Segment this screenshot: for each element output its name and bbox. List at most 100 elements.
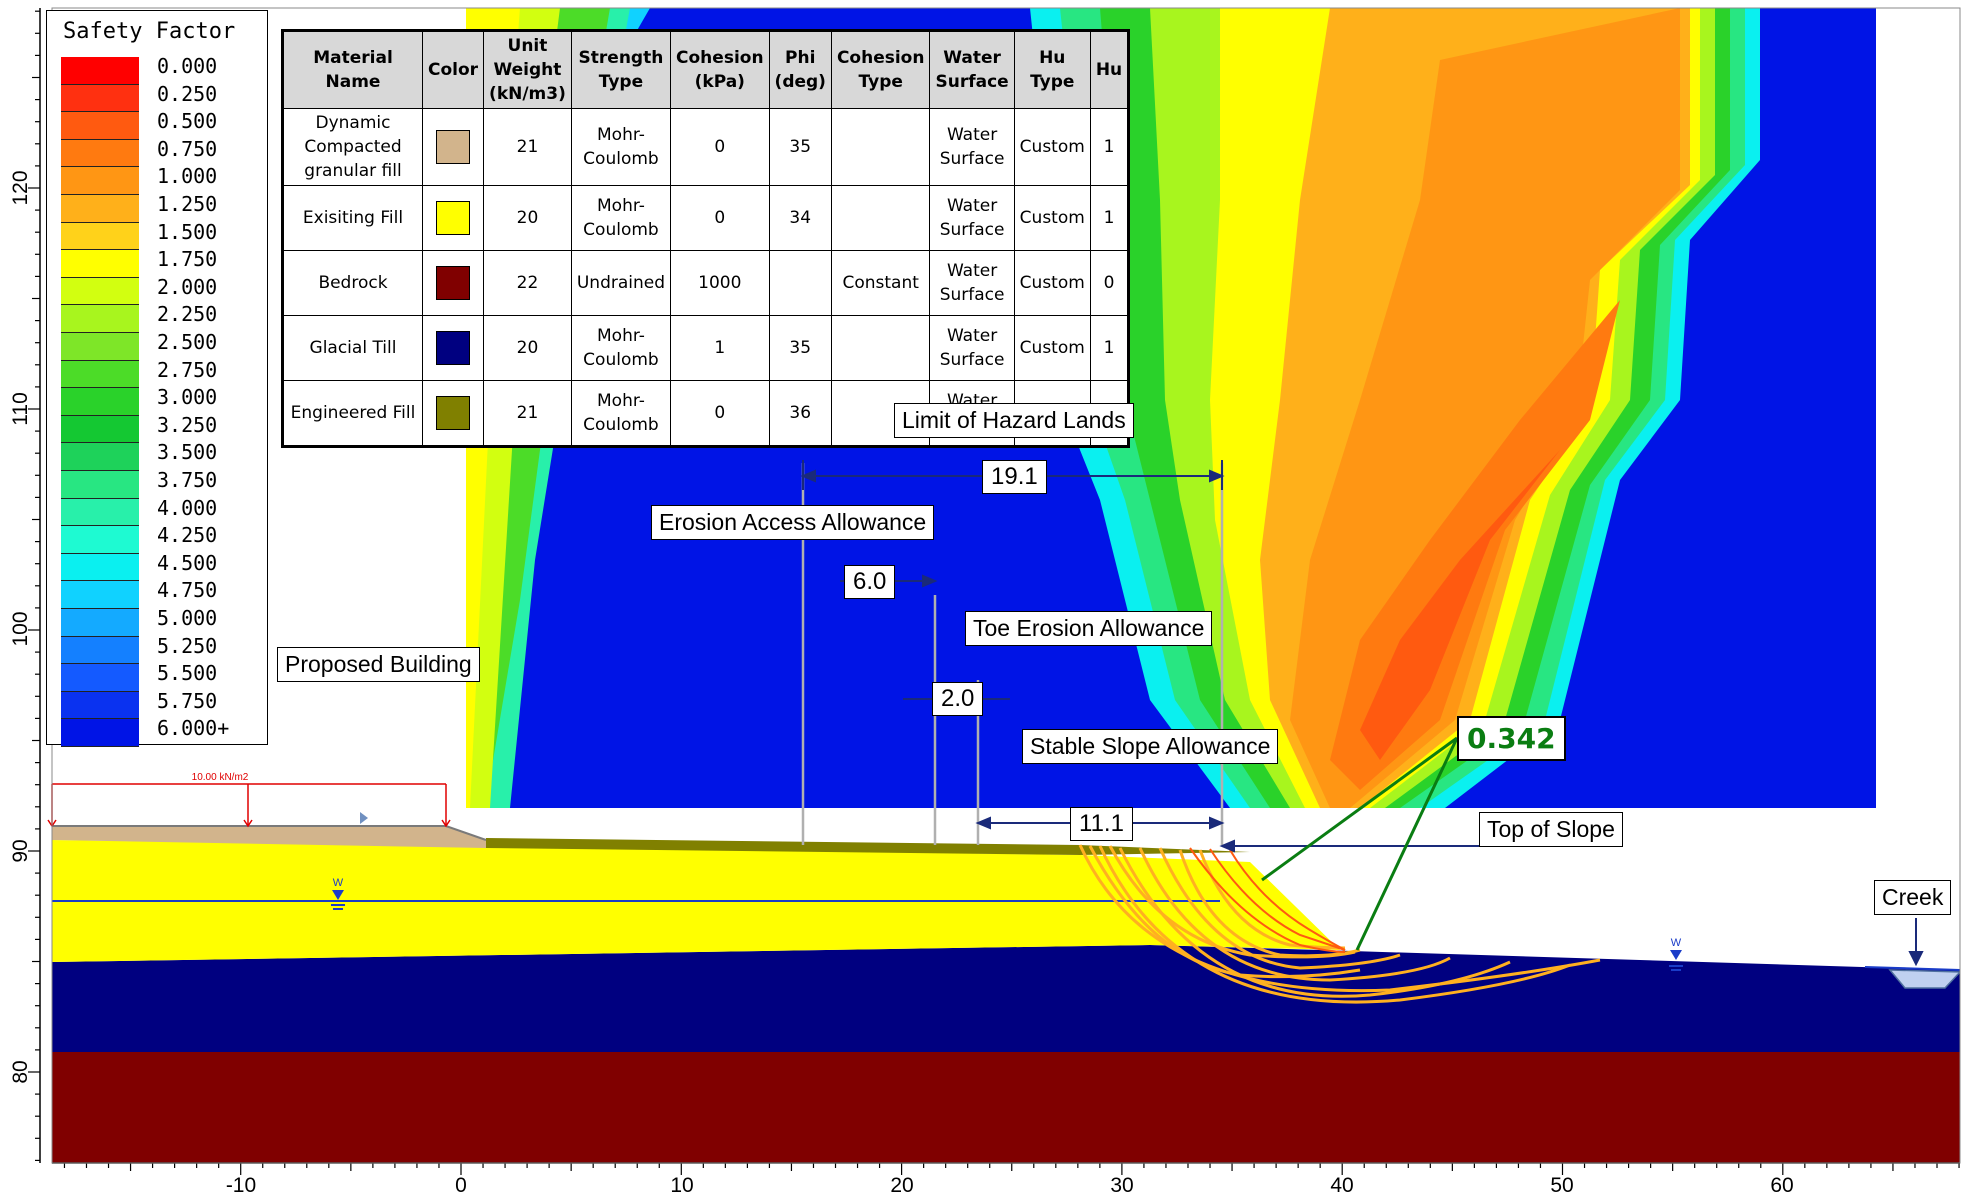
legend-swatch <box>61 498 139 527</box>
slip-surface <box>1078 844 1601 993</box>
legend-value: 2.000 <box>157 274 218 299</box>
y-tick-label: 110 <box>9 392 32 425</box>
layer-granular-fill <box>52 826 486 848</box>
header-phi: Phi (deg) <box>768 30 832 109</box>
slip-surface <box>1158 847 1401 970</box>
contour-band-red-orange <box>1360 450 1560 760</box>
material-cohesion-type <box>830 185 931 251</box>
header-material-name: Material Name <box>282 30 423 109</box>
slip-surface <box>1118 847 1511 998</box>
material-cohesion: 1000 <box>670 250 770 316</box>
legend-swatch <box>61 636 139 665</box>
material-hu: 1 <box>1089 108 1130 186</box>
legend-value: 2.500 <box>157 330 218 354</box>
x-tick-label: 30 <box>1110 1174 1133 1197</box>
material-cohesion: 0 <box>670 380 770 447</box>
slip-surface <box>1198 849 1346 950</box>
material-color-swatch <box>436 201 471 235</box>
legend-swatch <box>61 305 139 333</box>
material-table: Material Name Color Unit Weight (kN/m3) … <box>281 29 1131 448</box>
legend-item: 3.000 <box>61 385 261 416</box>
legend-swatch <box>61 443 139 471</box>
legend-item: 4.500 <box>61 550 261 582</box>
y-tick-label: 90 <box>9 839 32 862</box>
legend-title: Safety Factor <box>63 19 236 44</box>
legend-value: 6.000+ <box>157 716 230 741</box>
legend-value: 4.000 <box>157 495 218 520</box>
material-name: Exisiting Fill <box>282 185 423 251</box>
material-color-swatch <box>436 130 471 164</box>
x-tick-label: 50 <box>1550 1174 1573 1197</box>
x-tick-label: 20 <box>890 1174 913 1197</box>
y-tick-label: 120 <box>9 170 32 205</box>
legend-value: 4.500 <box>157 550 218 575</box>
material-strength-type: Mohr-Coulomb <box>570 185 672 251</box>
legend-value: 5.750 <box>157 688 218 713</box>
legend-value: 5.000 <box>157 606 218 630</box>
legend-value: 1.250 <box>157 192 218 216</box>
legend-item: 0.250 <box>61 81 261 113</box>
legend-item: 1.000 <box>61 164 261 195</box>
layer-bedrock <box>52 1052 1960 1163</box>
legend-swatch <box>61 222 139 251</box>
material-unit-weight: 22 <box>483 250 572 316</box>
material-phi: 35 <box>768 108 832 186</box>
slip-surface <box>1088 845 1361 979</box>
water-marker-label: W <box>1671 937 1682 949</box>
layer-glacial-till <box>52 945 1960 1052</box>
material-unit-weight: 21 <box>483 380 572 447</box>
legend-item: 1.750 <box>61 247 261 278</box>
legend-value: 1.750 <box>157 247 218 272</box>
legend-value: 2.250 <box>157 302 218 327</box>
material-unit-weight: 20 <box>483 315 572 381</box>
material-phi: 36 <box>768 380 832 447</box>
air-right <box>1876 8 1960 968</box>
material-color-cell <box>421 185 485 251</box>
layer-engineered-fill <box>486 838 1250 855</box>
material-water-surface: Water Surface <box>929 250 1015 316</box>
header-cohesion-type: Cohesion Type <box>830 30 931 109</box>
legend-swatch <box>61 691 139 720</box>
legend-item: 6.000+ <box>61 716 261 747</box>
critical-slip-surfaces <box>1189 847 1346 953</box>
legend-item: 2.000 <box>61 274 261 306</box>
limit-of-hazard-lands-label: Limit of Hazard Lands <box>894 403 1134 438</box>
material-cohesion: 1 <box>670 315 770 381</box>
legend-item: 4.750 <box>61 578 261 609</box>
material-strength-type: Mohr-Coulomb <box>570 315 672 381</box>
material-name: Glacial Till <box>282 315 423 381</box>
legend-swatch <box>61 333 139 361</box>
legend-value: 0.250 <box>157 81 218 106</box>
legend-item: 1.250 <box>61 192 261 223</box>
distributed-load <box>47 783 451 828</box>
material-water-surface: Water Surface <box>929 315 1015 381</box>
legend-item: 5.750 <box>61 688 261 720</box>
material-phi: 35 <box>768 315 832 381</box>
material-cohesion: 0 <box>670 108 770 186</box>
toe-erosion-allowance-label: Toe Erosion Allowance <box>965 611 1213 646</box>
stable-slope-allowance-label: Stable Slope Allowance <box>1022 729 1279 764</box>
legend-item: 0.750 <box>61 137 261 168</box>
legend-value: 4.250 <box>157 523 218 548</box>
legend-swatch <box>61 664 139 692</box>
material-color-cell <box>421 315 485 381</box>
header-water-surface: Water Surface <box>929 30 1015 109</box>
safety-factor-leaders <box>1261 736 1459 951</box>
slip-surfaces <box>1078 844 1601 1004</box>
legend-item: 0.000 <box>61 54 261 85</box>
material-color-swatch <box>436 396 471 430</box>
material-phi: 34 <box>768 185 832 251</box>
water-triangle-icon <box>1670 950 1682 960</box>
material-phi <box>768 250 832 316</box>
material-color-cell <box>421 250 485 316</box>
header-cohesion: Cohesion (kPa) <box>670 30 770 109</box>
legend-swatch <box>61 167 139 195</box>
legend-swatch <box>61 526 139 554</box>
legend-swatch <box>61 139 139 168</box>
creek-label: Creek <box>1874 880 1952 915</box>
legend-value: 3.250 <box>157 412 218 437</box>
critical-safety-factor: 0.342 <box>1457 716 1566 761</box>
